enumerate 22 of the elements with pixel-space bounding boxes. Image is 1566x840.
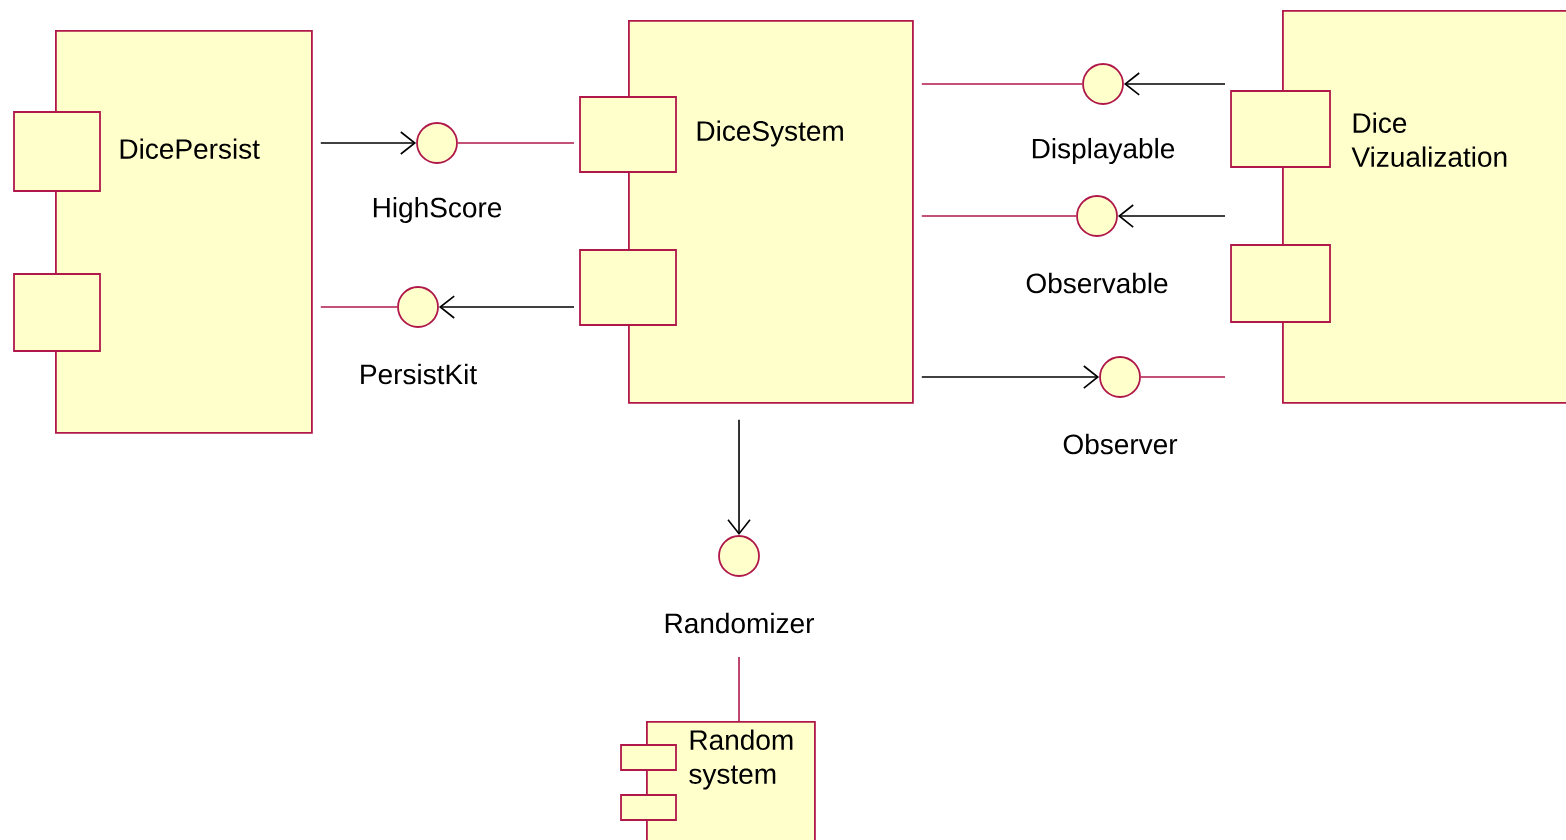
arrow (438, 295, 575, 319)
connector-line (320, 306, 398, 308)
component-box: DicePersist (13, 30, 313, 434)
arrow (320, 131, 417, 155)
component-box: Dice Vizualization (1230, 10, 1566, 404)
interface-label: Observer (1063, 433, 1178, 455)
connector-line (1140, 376, 1226, 378)
arrow (727, 419, 751, 536)
component-box: Random system (620, 721, 816, 840)
interface-label: HighScore (373, 196, 502, 224)
connector-line (921, 83, 1083, 85)
component-box: DiceSystem (579, 20, 914, 404)
interface-label: Observable (1026, 272, 1168, 294)
arrow (1123, 72, 1226, 96)
arrow (1117, 204, 1226, 228)
connector-line (921, 215, 1077, 217)
connector-line (457, 142, 575, 144)
interface-label: Displayable (1032, 137, 1175, 165)
connector-line (738, 656, 740, 722)
interface-label: Randomizer (665, 612, 814, 634)
interface-label: PersistKit (361, 363, 477, 385)
arrow (921, 365, 1100, 389)
